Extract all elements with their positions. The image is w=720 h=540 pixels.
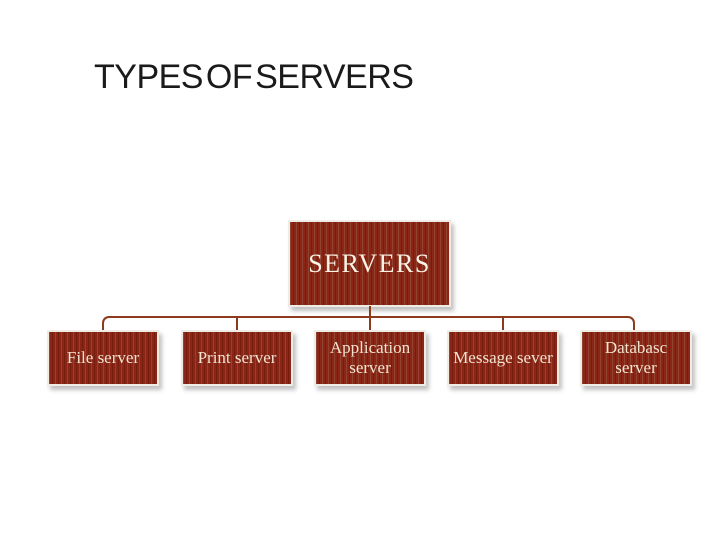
box-label: Databasc server	[604, 337, 668, 377]
box-label: Print server	[197, 347, 277, 367]
diagram-box-application-server: Application server	[314, 330, 426, 386]
box-label: Application server	[329, 337, 411, 377]
diagram-box-print-server: Print server	[181, 330, 293, 386]
diagram-root-box-servers: SERVERS	[288, 220, 451, 307]
diagram-box-message-server: Message sever	[447, 330, 559, 386]
connector-rail	[102, 316, 635, 330]
box-label: File server	[66, 347, 140, 367]
connector-drop-message-server	[502, 318, 504, 330]
diagram-box-file-server: File server	[47, 330, 159, 386]
box-label: Message sever	[453, 347, 553, 367]
connector-drop-application-server	[369, 318, 371, 330]
slide-title: TYPES OF SERVERS	[94, 58, 414, 96]
connector-root-stub	[369, 306, 371, 317]
diagram-box-database-server: Databasc server	[580, 330, 692, 386]
connector-drop-print-server	[236, 318, 238, 330]
root-box-label: SERVERS	[308, 248, 431, 278]
